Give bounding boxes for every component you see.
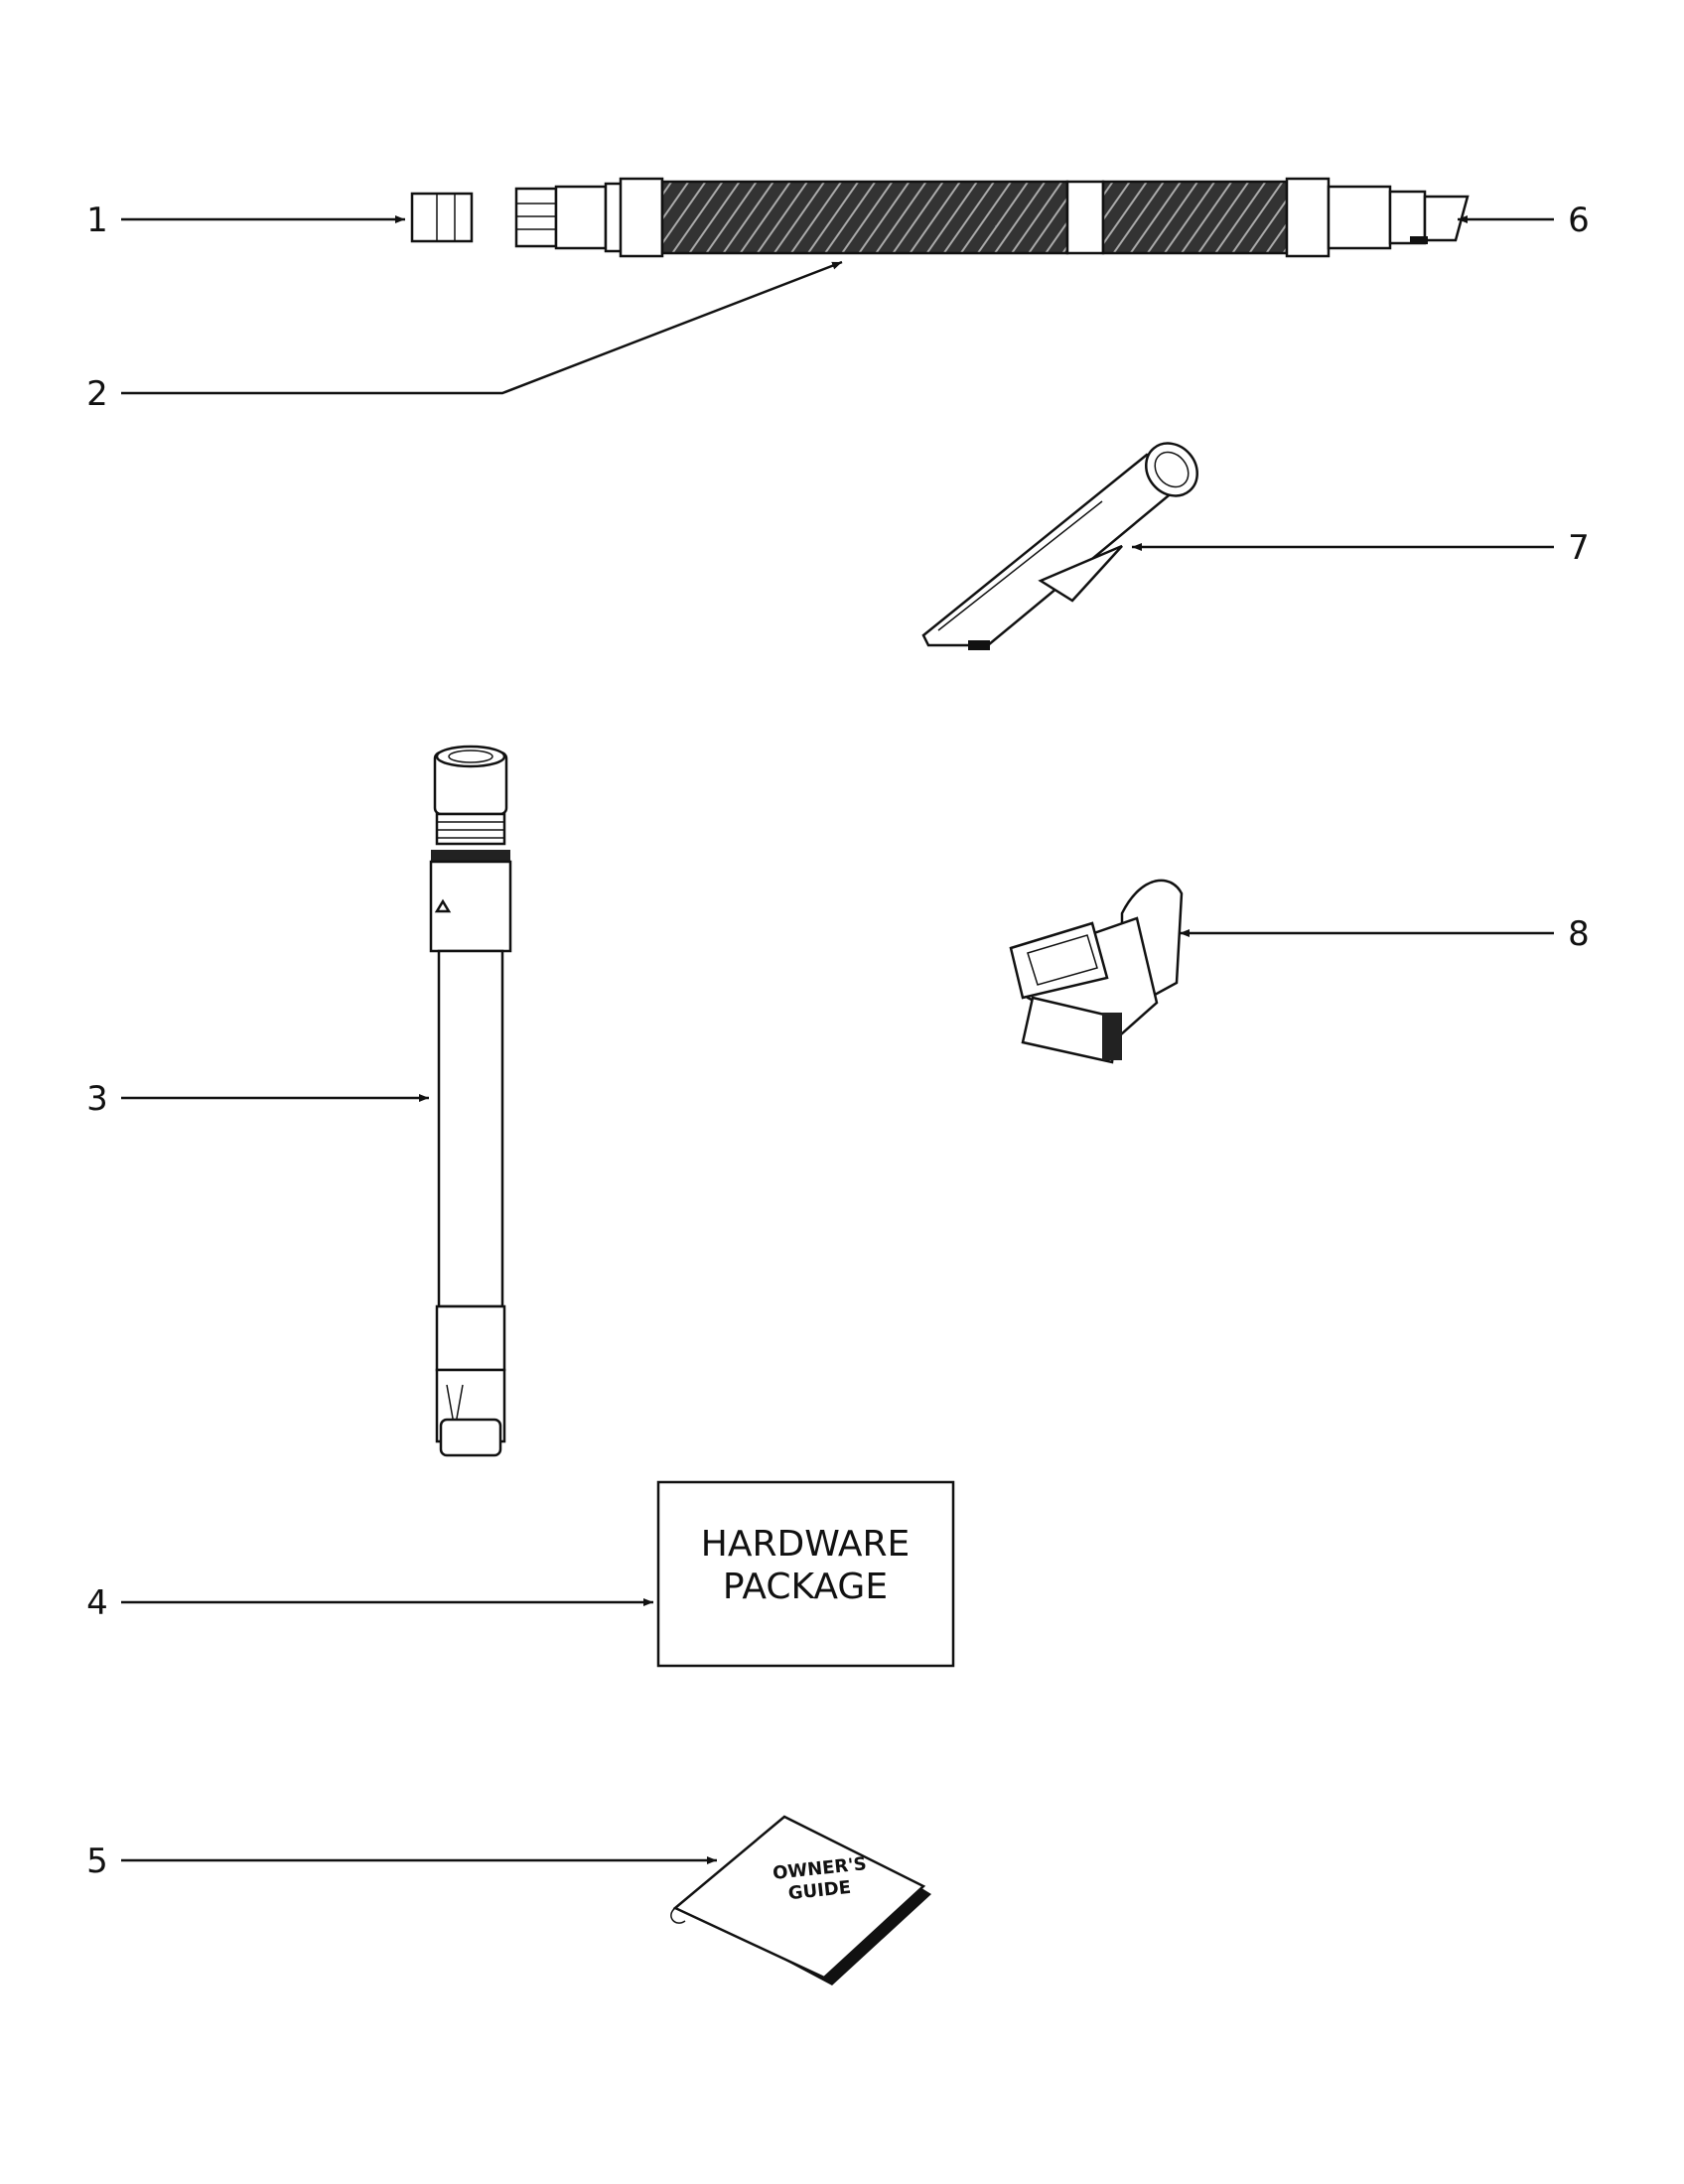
hose-assembly	[410, 177, 1470, 258]
callout-7: 7	[1568, 528, 1590, 568]
callout-4: 4	[86, 1583, 108, 1623]
leader-2	[121, 260, 843, 395]
hardware-package-line2: PACKAGE	[723, 1567, 888, 1607]
hardware-package-line1: HARDWARE	[701, 1524, 910, 1565]
callout-6: 6	[1568, 201, 1590, 240]
hardware-package-box	[656, 1480, 955, 1668]
callout-8: 8	[1568, 914, 1590, 954]
upholstery-brush	[1009, 879, 1184, 1064]
callout-1: 1	[86, 201, 108, 240]
flexible-hose	[660, 180, 1069, 255]
extension-wand	[429, 745, 512, 1457]
hose-swivel-ring	[514, 187, 558, 248]
callout-5: 5	[86, 1842, 108, 1881]
callout-2: 2	[86, 374, 108, 414]
callout-3: 3	[86, 1079, 108, 1119]
owners-guide-book: OWNER'S GUIDE	[670, 1815, 931, 1985]
hose-end-cuff-6	[1423, 195, 1470, 242]
hose-end-cuff-1	[410, 192, 474, 243]
crevice-tool	[921, 442, 1198, 650]
